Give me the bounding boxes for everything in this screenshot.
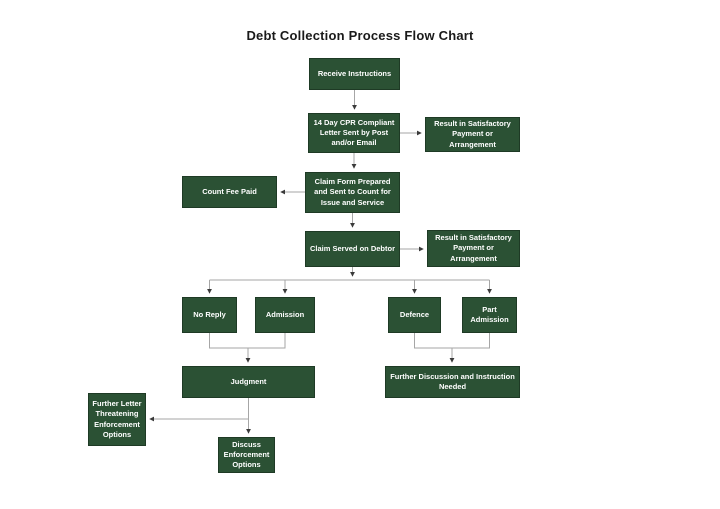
node-cpr-letter: 14 Day CPR Compliant Letter Sent by Post… [308, 113, 400, 153]
chart-title: Debt Collection Process Flow Chart [246, 28, 474, 43]
node-discuss-enforcement: Discuss Enforcement Options [218, 437, 275, 473]
merge-rail-left [209, 333, 286, 349]
node-claim-form: Claim Form Prepared and Sent to Count fo… [305, 172, 400, 213]
node-receive-instructions: Receive Instructions [309, 58, 400, 90]
node-no-reply: No Reply [182, 297, 237, 333]
node-part-admission: Part Admission [462, 297, 517, 333]
node-further-discussion: Further Discussion and Instruction Neede… [385, 366, 520, 398]
node-admission: Admission [255, 297, 315, 333]
node-defence: Defence [388, 297, 441, 333]
node-claim-served: Claim Served on Debtor [305, 231, 400, 267]
node-result-satisfactory-top: Result in Satisfactory Payment or Arrang… [425, 117, 520, 152]
node-count-fee-paid: Count Fee Paid [182, 176, 277, 208]
node-judgment: Judgment [182, 366, 315, 398]
node-further-letter: Further Letter Threatening Enforcement O… [88, 393, 146, 446]
merge-rail-right [414, 333, 490, 349]
node-result-satisfactory-mid: Result in Satisfactory Payment or Arrang… [427, 230, 520, 267]
